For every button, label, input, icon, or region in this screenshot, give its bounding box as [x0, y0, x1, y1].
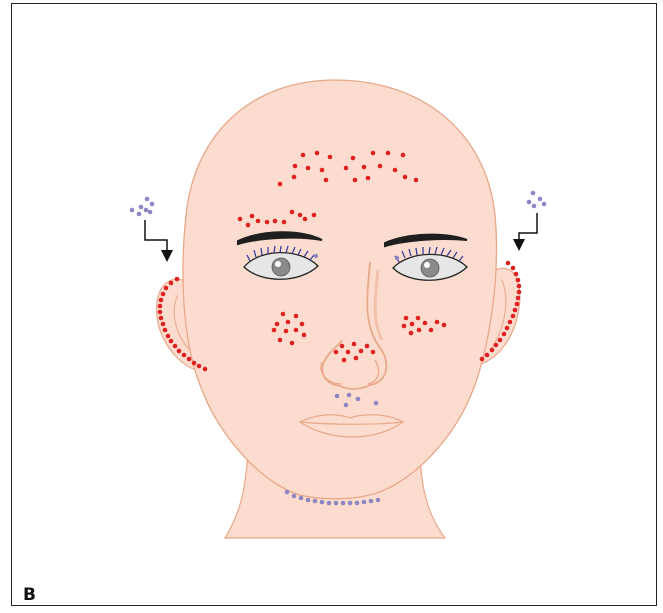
panel-label: B: [23, 585, 36, 605]
left-purple-cluster: [130, 197, 155, 217]
right-arrow-down-icon: [513, 213, 537, 251]
left-arrow-down-icon: [145, 220, 173, 262]
right-purple-cluster: [527, 191, 547, 209]
